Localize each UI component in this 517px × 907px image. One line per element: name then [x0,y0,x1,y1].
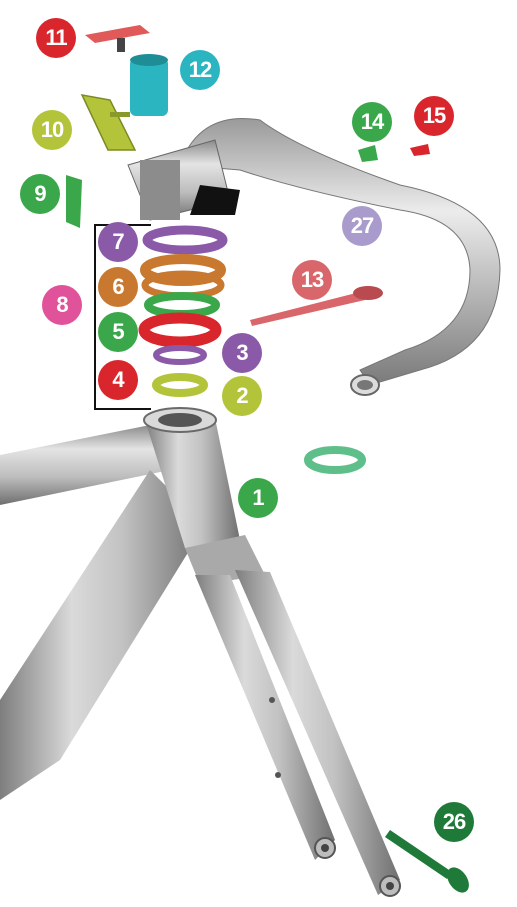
spacer-ring [148,296,216,314]
callout-7[interactable]: 7 [98,222,138,262]
callout-15[interactable]: 15 [414,96,454,136]
callout-4[interactable]: 4 [98,360,138,400]
mount-clip-left [358,145,378,162]
callout-2[interactable]: 2 [222,376,262,416]
headset-stack [144,230,223,393]
fork-mount-hole [269,697,275,703]
stem-clamp [140,160,180,220]
callout-27[interactable]: 27 [342,206,382,246]
callout-13[interactable]: 13 [292,260,332,300]
cable-guide-clip [66,175,82,228]
top-spacer [147,230,223,250]
down-tube [0,470,205,800]
lower-bearing [308,450,362,470]
callout-1[interactable]: 1 [238,478,278,518]
compression-ring [156,348,204,362]
callout-5[interactable]: 5 [98,312,138,352]
callout-12[interactable]: 12 [180,50,220,90]
mount-clip-right [410,144,430,156]
callout-14[interactable]: 14 [352,102,392,142]
callout-11[interactable]: 11 [36,18,76,58]
callout-6[interactable]: 6 [98,267,138,307]
expander-plug [130,54,168,116]
callout-8[interactable]: 8 [42,285,82,325]
frame [0,408,400,896]
headset-top-bolt [85,25,150,52]
callout-10[interactable]: 10 [32,110,72,150]
callout-9[interactable]: 9 [20,174,60,214]
head-tube-bore [158,413,202,427]
callout-3[interactable]: 3 [222,333,262,373]
top-bearing [156,377,204,393]
headset-cover [144,318,216,342]
stem-clamp-bracket [82,95,135,150]
fork-mount-hole [275,772,281,778]
callout-26[interactable]: 26 [434,802,474,842]
